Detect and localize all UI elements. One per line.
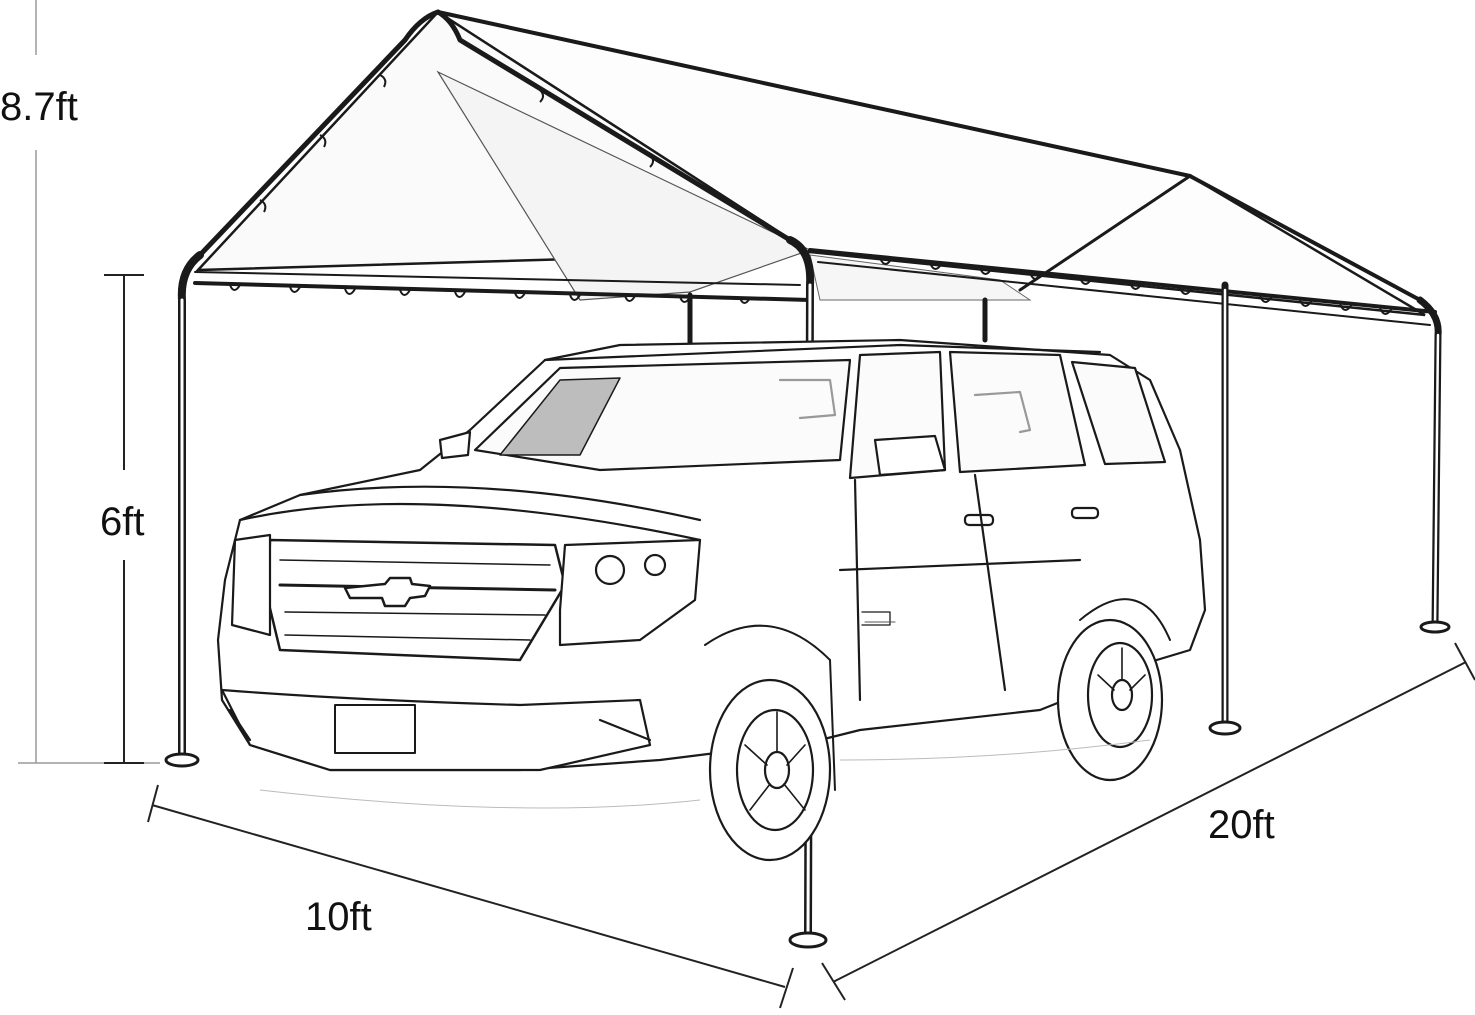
ground-shadow <box>259 739 1151 809</box>
total-height-label: 8.7ft <box>0 85 78 129</box>
side-height-dimension <box>104 274 144 764</box>
canopy-roof <box>195 10 1426 317</box>
length-label: 20ft <box>1208 803 1275 847</box>
length-dimension <box>821 642 1475 1001</box>
suv-vehicle <box>216 338 1207 862</box>
width-dimension <box>147 784 794 1009</box>
carport-frame <box>164 9 1451 949</box>
width-label: 10ft <box>305 895 372 939</box>
canopy-bungee-ties <box>229 74 1393 315</box>
side-height-label: 6ft <box>100 500 144 544</box>
